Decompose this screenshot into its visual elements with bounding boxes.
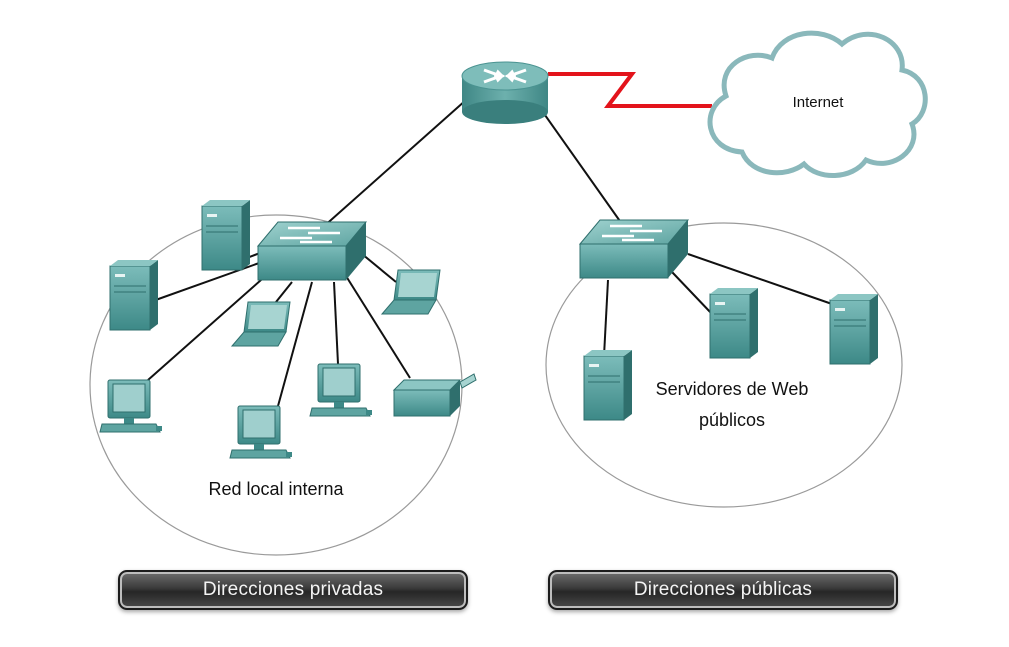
link-switch-pc-left (147, 271, 271, 381)
web-server-icon (583, 349, 633, 421)
desktop-pc-icon (229, 405, 293, 459)
link-switch-printer (345, 275, 411, 379)
public-servers-label-line1: Servidores de Web (656, 379, 809, 399)
web-server-icon (709, 287, 759, 359)
link-public-switch-server-left (603, 279, 609, 357)
printer-icon (392, 373, 477, 417)
public-servers-label-line2: públicos (699, 410, 765, 430)
public-network-boundary (545, 222, 903, 508)
private-switch-icon (256, 221, 368, 281)
public-switch-icon (578, 219, 690, 279)
desktop-pc-icon (99, 379, 163, 433)
public-addresses-label: Direcciones públicas (633, 579, 813, 600)
router-icon (461, 61, 549, 124)
link-switch-laptop-middle (275, 281, 293, 303)
link-router-private-switch (321, 99, 467, 229)
link-public-switch-server-right (687, 253, 833, 305)
laptop-icon (231, 301, 291, 347)
web-server-icon (829, 293, 879, 365)
server-icon (201, 199, 251, 271)
internet-label: Internet (793, 94, 845, 111)
public-addresses-button[interactable]: Direcciones públicas (548, 570, 898, 610)
private-addresses-label: Direcciones privadas (202, 579, 384, 600)
links (147, 99, 833, 407)
private-network-label: Red local interna (208, 479, 344, 499)
link-switch-pc-center (333, 281, 339, 365)
link-public-switch-server-middle (671, 271, 713, 315)
server-icon (109, 259, 159, 331)
desktop-pc-icon (309, 363, 373, 417)
private-addresses-button[interactable]: Direcciones privadas (118, 570, 468, 610)
internet-cloud: Internet (707, 30, 928, 178)
link-router-public-switch (539, 107, 623, 225)
link-switch-pc-bottom (277, 281, 313, 407)
wan-serial-link (548, 72, 712, 108)
link-switch-laptop-right (361, 253, 397, 283)
